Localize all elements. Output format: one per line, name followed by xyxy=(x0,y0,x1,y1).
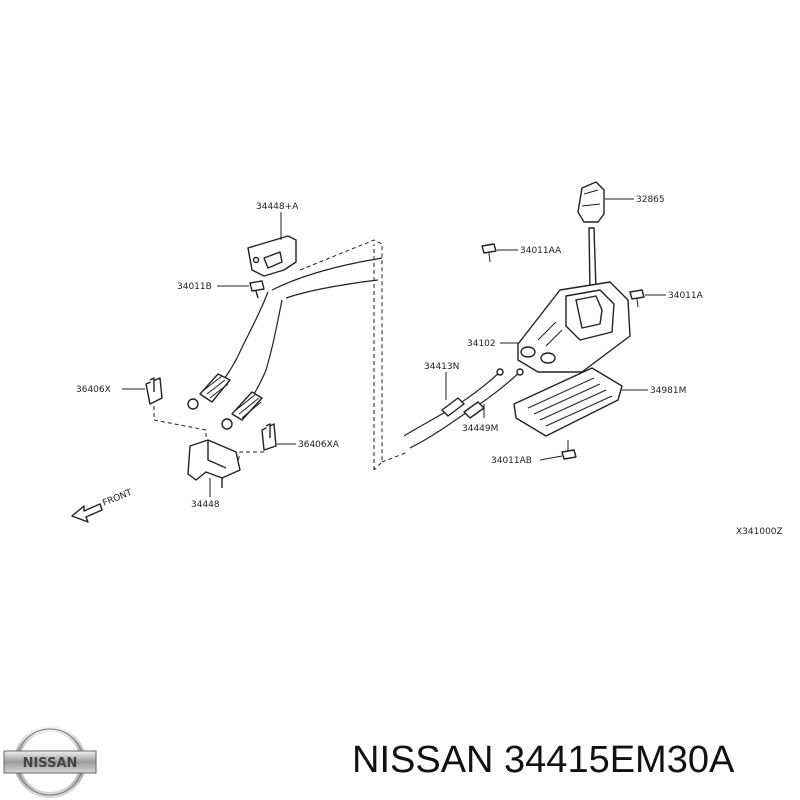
cable-end-34413n xyxy=(441,368,504,417)
guide-clip-right xyxy=(237,451,264,463)
cable-end-upper xyxy=(187,373,231,410)
label-34449m: 34449M xyxy=(462,424,498,434)
label-34011a: 34011A xyxy=(668,291,704,301)
guide-clip-left xyxy=(153,406,207,444)
bolt-34011b xyxy=(249,280,265,299)
bracket-34448 xyxy=(187,439,241,488)
clip-36406xa xyxy=(261,423,277,451)
nissan-logo: NISSAN xyxy=(3,726,97,798)
cable-lower-run xyxy=(285,279,379,299)
cover-plate-34981m xyxy=(513,367,623,437)
shifter-housing-34102 xyxy=(517,281,631,373)
label-34011aa: 34011AA xyxy=(520,246,562,256)
label-34011ab: 34011AB xyxy=(491,456,532,466)
cable-34449m xyxy=(409,371,521,449)
bolt-34011ab xyxy=(561,440,577,460)
label-36406xa: 36406XA xyxy=(298,440,340,450)
label-34011b: 34011B xyxy=(177,282,212,292)
shift-lever xyxy=(588,227,597,293)
cable-end-lower xyxy=(221,391,263,430)
logo-text: NISSAN xyxy=(23,756,78,771)
bolt-34011aa xyxy=(481,243,497,263)
clip-36406x xyxy=(145,377,163,405)
label-34413n: 34413N xyxy=(424,362,459,372)
label-34448a: 34448+A xyxy=(256,202,299,212)
part-number-caption: NISSAN 34415EM30A xyxy=(352,739,735,781)
leader-34011ab xyxy=(539,455,563,461)
dashed-enclosure xyxy=(299,239,409,471)
label-34981m: 34981M xyxy=(650,386,686,396)
label-32865: 32865 xyxy=(636,195,665,205)
label-front: FRONT xyxy=(101,488,134,509)
reference-code: X341000Z xyxy=(736,527,783,537)
label-36406x: 36406X xyxy=(76,385,111,395)
label-34448: 34448 xyxy=(191,500,220,510)
front-arrow-icon xyxy=(71,503,103,523)
bolt-34011a xyxy=(629,289,645,308)
cable-upper-run xyxy=(271,257,383,291)
label-34102: 34102 xyxy=(467,339,496,349)
bracket-34448a xyxy=(247,235,297,277)
shift-knob-32865 xyxy=(577,181,605,223)
